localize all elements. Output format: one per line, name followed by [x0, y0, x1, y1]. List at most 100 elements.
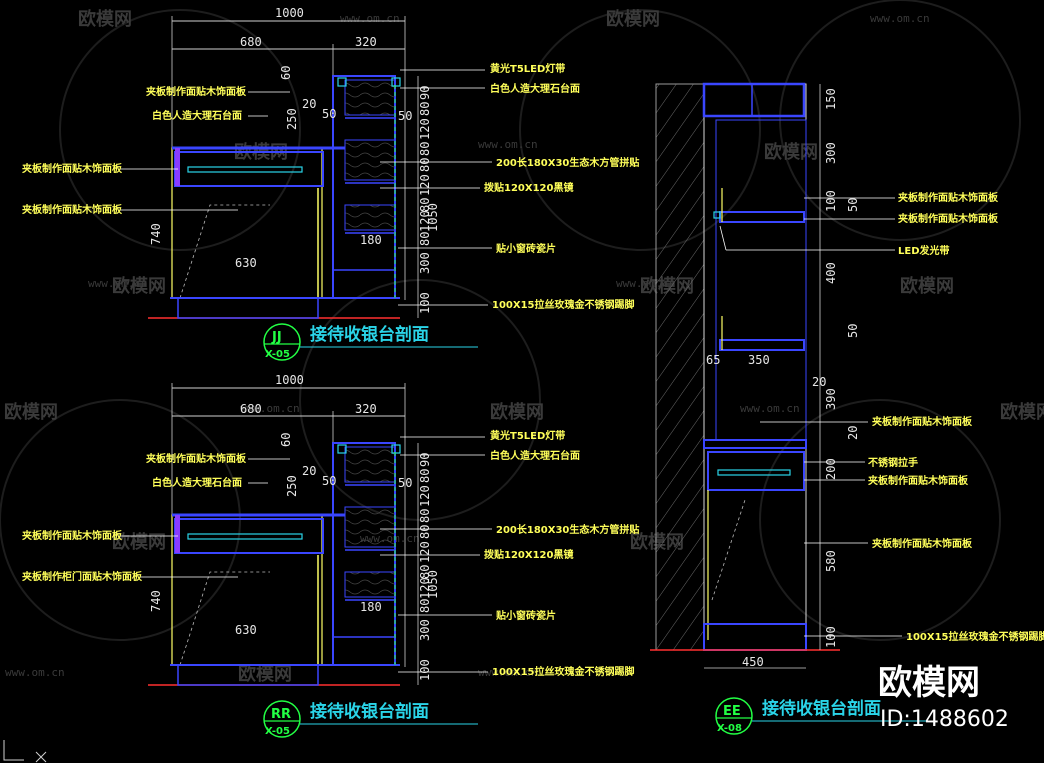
- dim-50: 50: [846, 324, 860, 338]
- dim-630: 630: [235, 623, 257, 637]
- watermark-url: www.om.cn: [88, 277, 148, 290]
- dim-60: 60: [279, 433, 293, 447]
- watermark-text: 欧模网: [78, 8, 132, 30]
- dim-180: 180: [360, 600, 382, 614]
- dim-120: 120: [418, 541, 432, 563]
- dim-80: 80: [418, 142, 432, 156]
- dim-1050: 1050: [426, 203, 440, 232]
- dim-60: 60: [279, 66, 293, 80]
- dim-left: 680: [240, 402, 262, 416]
- dim-300: 300: [418, 252, 432, 274]
- note-ee: 夹板制作面贴木饰面板: [898, 191, 999, 204]
- section-ee: 450 65 350 150 300 100 50 400 50 20 390 …: [650, 82, 1044, 735]
- watermark-text: 欧模网: [112, 531, 166, 553]
- watermark-text: 欧模网: [112, 275, 166, 297]
- ucs-icon: [3, 740, 47, 763]
- dim-580: 580: [824, 550, 838, 572]
- section-tag: RR: [271, 707, 291, 722]
- dim-390: 390: [824, 388, 838, 410]
- dim-20: 20: [302, 464, 316, 478]
- watermark-text: 欧模网: [1000, 401, 1044, 423]
- dim-200: 200: [824, 458, 838, 480]
- watermark-url: www.om.cn: [478, 666, 538, 679]
- note-right: 拨贴120X120黑镜: [484, 181, 573, 194]
- note-right: 贴小窗砖瓷片: [495, 242, 556, 255]
- note-right: 贴小窗砖瓷片: [495, 609, 556, 622]
- note-ee: 夹板制作面贴木饰面板: [898, 212, 999, 225]
- watermark-url: www.om.cn: [5, 666, 65, 679]
- dim-80: 80: [418, 469, 432, 483]
- note-left: 夹板制作面贴木饰面板: [22, 529, 123, 542]
- dim-630: 630: [235, 256, 257, 270]
- dim-50b: 50: [398, 476, 412, 490]
- brand-id: ID:1488602: [880, 707, 1009, 732]
- dim-80: 80: [418, 565, 432, 579]
- brand-logo-text: 欧模网: [878, 663, 980, 703]
- dim-1050: 1050: [426, 570, 440, 599]
- dim-65: 65: [706, 353, 720, 367]
- section-tag: EE: [723, 704, 741, 719]
- dim-90: 90: [418, 453, 432, 467]
- dim-left: 680: [240, 35, 262, 49]
- watermark-url: www.om.cn: [478, 138, 538, 151]
- note-ee: 夹板制作面贴木饰面板: [872, 537, 973, 550]
- section-jj: 1000 680 320 630 180 60 20 50 250 50: [22, 6, 639, 361]
- dim-right: 320: [355, 402, 377, 416]
- note-ee: 不锈钢拉手: [868, 456, 918, 469]
- dim-total: 1000: [275, 6, 304, 20]
- note-right: 白色人造大理石台面: [490, 449, 580, 462]
- note-ee: 100X15拉丝玫瑰金不锈钢踢脚: [906, 630, 1044, 643]
- dim-80: 80: [418, 599, 432, 613]
- dim-120: 120: [418, 118, 432, 140]
- dim-80: 80: [418, 102, 432, 116]
- watermark-url: www.om.cn: [870, 12, 930, 25]
- watermark-text: 欧模网: [764, 141, 818, 163]
- dim-740: 740: [149, 590, 163, 612]
- section-tag: JJ: [271, 330, 282, 345]
- watermark-text: 欧模网: [238, 663, 292, 685]
- note-left: 白色人造大理石台面: [152, 476, 242, 489]
- note-right: 黄光T5LED灯带: [490, 429, 565, 442]
- note-right: 100X15拉丝玫瑰金不锈钢踢脚: [492, 665, 635, 678]
- note-left: 夹板制作面贴木饰面板: [146, 85, 247, 98]
- watermark-text: 欧模网: [900, 275, 954, 297]
- watermark-url: www.om.cn: [240, 402, 300, 415]
- dim-80: 80: [418, 198, 432, 212]
- dim-100: 100: [418, 292, 432, 314]
- section-title: 接待收银台剖面: [310, 324, 429, 345]
- section-title: 接待收银台剖面: [310, 701, 429, 722]
- note-right: 200长180X30生态木方管拼贴: [496, 156, 639, 169]
- dim-120: 120: [418, 485, 432, 507]
- note-left: 夹板制作面贴木饰面板: [22, 162, 123, 175]
- note-right: 拨贴120X120黑镜: [484, 548, 573, 561]
- dim-20: 20: [302, 97, 316, 111]
- dim-350: 350: [748, 353, 770, 367]
- watermark-text: 欧模网: [4, 401, 58, 423]
- note-ee: 夹板制作面贴木饰面板: [868, 474, 969, 487]
- note-ee: 夹板制作面贴木饰面板: [872, 415, 973, 428]
- note-left: 夹板制作面贴木饰面板: [22, 203, 123, 216]
- sheet-number: X-05: [265, 726, 290, 737]
- watermarks: 欧模网 www.om.cn 欧模网 www.om.cn 欧模网 www.om.c…: [0, 0, 1044, 685]
- dim-total: 1000: [275, 373, 304, 387]
- dim-120: 120: [418, 577, 432, 599]
- dim-120: 120: [418, 210, 432, 232]
- dim-100: 100: [418, 659, 432, 681]
- dim-20: 20: [846, 426, 860, 440]
- note-ee: LED发光带: [898, 244, 950, 257]
- dim-right: 320: [355, 35, 377, 49]
- dim-300: 300: [418, 619, 432, 641]
- dim-50a: 50: [322, 474, 336, 488]
- note-left: 夹板制作柜门面贴木饰面板: [22, 570, 143, 583]
- note-right: 100X15拉丝玫瑰金不锈钢踢脚: [492, 298, 635, 311]
- dim-80: 80: [418, 158, 432, 172]
- dim-90: 90: [418, 86, 432, 100]
- sheet-number: X-08: [717, 723, 742, 734]
- note-right: 黄光T5LED灯带: [490, 62, 565, 75]
- note-left: 白色人造大理石台面: [152, 109, 242, 122]
- watermark-text: 欧模网: [490, 401, 544, 423]
- dim-150: 150: [824, 88, 838, 110]
- dim-250: 250: [285, 108, 299, 130]
- dim-450: 450: [742, 655, 764, 669]
